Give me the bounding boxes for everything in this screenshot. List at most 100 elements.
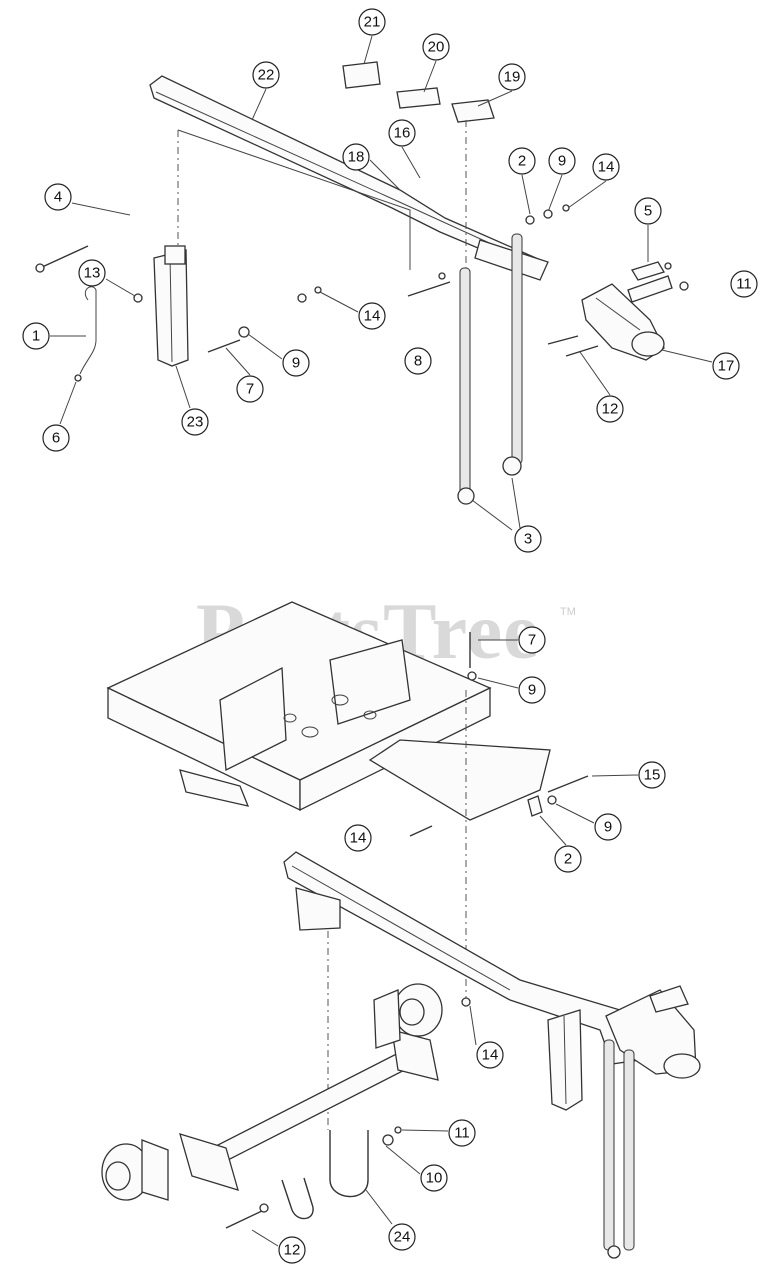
- bolt-14-frame: [409, 825, 433, 837]
- callout-7: 7: [236, 375, 264, 403]
- callout-circle: [514, 525, 542, 553]
- nut-hitch-top: [438, 272, 446, 280]
- callout-11: 11: [448, 1119, 476, 1147]
- jack-stand-23: [153, 245, 189, 367]
- decal-19: [451, 99, 495, 123]
- leader-lines-top: [50, 35, 713, 531]
- callout-11: 11: [730, 270, 758, 298]
- callout-20: 20: [422, 33, 450, 61]
- washer-2-top: [525, 215, 535, 225]
- nut-12-bottom: [259, 1203, 269, 1213]
- callout-circle: [518, 676, 546, 704]
- callout-label: 10: [426, 1170, 443, 1187]
- callout-label: 2: [564, 851, 572, 868]
- callout-17: 17: [712, 352, 740, 380]
- callout-13: 13: [78, 259, 106, 287]
- bolt-12-top-a: [547, 335, 579, 345]
- nut-14-upper: [562, 204, 570, 212]
- callout-circle: [342, 143, 370, 171]
- callout-14: 14: [344, 824, 372, 852]
- callout-label: 12: [284, 1242, 301, 1259]
- callout-circle: [388, 1223, 416, 1251]
- bolt-hitch-top: [407, 281, 451, 297]
- callout-label: 3: [524, 531, 532, 548]
- callout-14: 14: [358, 302, 386, 330]
- callout-14: 14: [592, 153, 620, 181]
- callout-label: 22: [258, 67, 275, 84]
- callout-circle: [548, 147, 576, 175]
- coupler-17: [581, 283, 665, 361]
- nut-14-bottom: [461, 997, 471, 1007]
- axle: [179, 1029, 439, 1191]
- callout-label: 7: [528, 632, 536, 649]
- callout-label: 4: [54, 189, 62, 206]
- callout-label: 16: [394, 125, 411, 142]
- coupler-lower: [605, 985, 701, 1079]
- callout-label: 14: [364, 308, 381, 325]
- callout-label: 2: [518, 153, 526, 170]
- callout-circle: [78, 259, 106, 287]
- callout-label: 6: [52, 430, 60, 447]
- u-bolt-small: [281, 1177, 314, 1220]
- callout-8: 8: [404, 347, 432, 375]
- callout-circle: [388, 119, 416, 147]
- callout-label: 9: [558, 153, 566, 170]
- callout-circle: [554, 845, 582, 873]
- callout-circle: [498, 63, 526, 91]
- callout-circle: [448, 1119, 476, 1147]
- leader-lines-bottom: [251, 639, 639, 1247]
- callout-label: 13: [84, 265, 101, 282]
- callout-10: 10: [420, 1164, 448, 1192]
- callout-12: 12: [278, 1236, 306, 1264]
- callout-label: 19: [504, 69, 521, 86]
- wheel-hub-right: [373, 983, 443, 1049]
- callout-label: 18: [348, 149, 365, 166]
- callout-label: 23: [187, 414, 204, 431]
- callout-9: 9: [282, 349, 310, 377]
- callout-circle: [22, 322, 50, 350]
- callout-label: 5: [644, 203, 652, 220]
- callout-19: 19: [498, 63, 526, 91]
- callout-9: 9: [594, 813, 622, 841]
- callout-circle: [596, 395, 624, 423]
- callout-circle: [358, 302, 386, 330]
- callout-label: 14: [350, 830, 367, 847]
- bolt-12-top-b: [565, 345, 599, 357]
- jack-stand-lower: [547, 1009, 583, 1111]
- callout-label: 9: [292, 355, 300, 372]
- pin-4: [35, 245, 89, 273]
- callout-1: 1: [22, 322, 50, 350]
- callout-9: 9: [518, 676, 546, 704]
- callout-9: 9: [548, 147, 576, 175]
- callout-21: 21: [358, 8, 386, 36]
- bolt-12-bottom: [225, 1209, 265, 1229]
- callout-2: 2: [508, 147, 536, 175]
- spring-clip-1: [79, 286, 97, 375]
- callout-label: 14: [598, 159, 615, 176]
- washer-9-bottom: [467, 671, 477, 681]
- callout-label: 21: [364, 14, 381, 31]
- bracket-2: [527, 795, 543, 817]
- safety-chain-3: [457, 120, 523, 505]
- callout-24: 24: [388, 1223, 416, 1251]
- callout-circle: [634, 197, 662, 225]
- callout-circle: [344, 824, 372, 852]
- callout-14: 14: [476, 1041, 504, 1069]
- callout-23: 23: [181, 408, 209, 436]
- hitch-beam-lower: [283, 851, 641, 1065]
- washer-9-lower: [547, 795, 557, 805]
- latch-5: [627, 261, 689, 303]
- callout-circle: [592, 153, 620, 181]
- callout-circle: [476, 1041, 504, 1069]
- u-bolt-24: [329, 1126, 402, 1198]
- callout-label: 24: [394, 1229, 411, 1246]
- callout-3: 3: [514, 525, 542, 553]
- callout-12: 12: [596, 395, 624, 423]
- callout-15: 15: [638, 761, 666, 789]
- callout-4: 4: [44, 183, 72, 211]
- callout-circle: [358, 8, 386, 36]
- beam-plate: [177, 129, 411, 270]
- callout-circle: [422, 33, 450, 61]
